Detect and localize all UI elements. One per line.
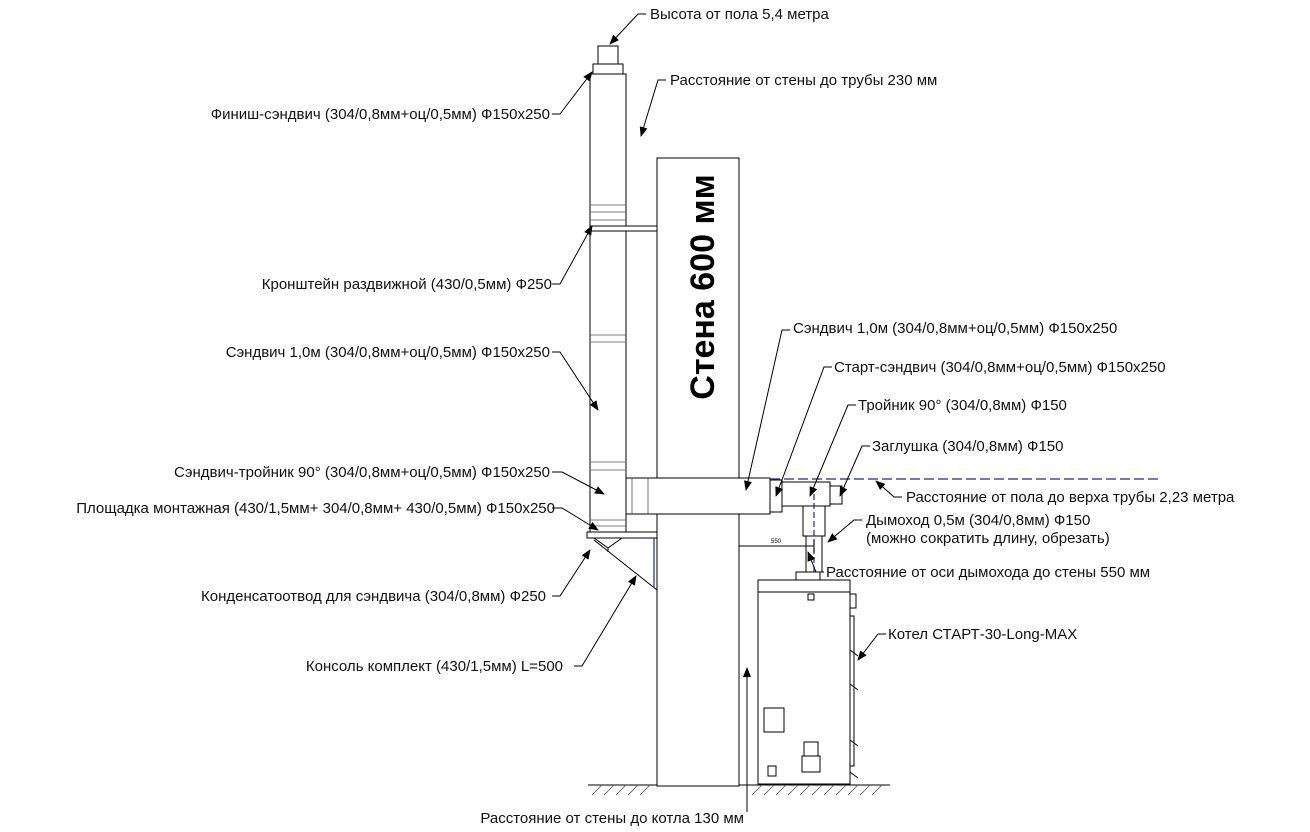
label-boiler: Котел СТАРТ-30-Long-MAX bbox=[888, 626, 1077, 643]
label-finish-sandwich: Финиш-сэндвич (304/0,8мм+оц/0,5мм) Ф150х… bbox=[211, 106, 550, 123]
label-tee-sandwich: Сэндвич-тройник 90° (304/0,8мм+оц/0,5мм)… bbox=[174, 464, 550, 481]
label-bracket: Кронштейн раздвижной (430/0,5мм) Ф250 bbox=[262, 276, 552, 293]
label-sandwich-right: Сэндвич 1,0м (304/0,8мм+оц/0,5мм) Ф150х2… bbox=[793, 320, 1117, 337]
label-tee-90: Тройник 90° (304/0,8мм) Ф150 bbox=[858, 397, 1067, 414]
label-chimney-line1: Дымоход 0,5м (304/0,8мм) Ф150 bbox=[866, 512, 1090, 529]
dimension-550-text: 550 bbox=[771, 539, 782, 545]
label-condensate: Конденсатоотвод для сэндвича (304/0,8мм)… bbox=[201, 588, 546, 605]
label-plug: Заглушка (304/0,8мм) Ф150 bbox=[872, 438, 1064, 455]
boiler bbox=[757, 571, 859, 785]
leader-lines bbox=[552, 13, 902, 812]
label-chimney-line2: (можно сократить длину, обрезать) bbox=[866, 530, 1110, 547]
label-wall-to-boiler: Расстояние от стены до котла 130 мм bbox=[480, 810, 744, 827]
outer-chimney bbox=[589, 45, 627, 533]
label-floor-to-top: Расстояние от пола до верха трубы 2,23 м… bbox=[906, 489, 1235, 506]
label-height: Высота от пола 5,4 метра bbox=[650, 6, 830, 23]
wall bbox=[656, 157, 740, 787]
label-platform: Площадка монтажная (430/1,5мм+ 304/0,8мм… bbox=[76, 500, 555, 517]
wall-label: Стена 600 мм bbox=[684, 174, 722, 399]
dimension-550 bbox=[738, 540, 815, 552]
wall-bracket bbox=[589, 225, 658, 232]
mounting-platform bbox=[586, 531, 658, 591]
label-sandwich-left: Сэндвич 1,0м (304/0,8мм+оц/0,5мм) Ф150х2… bbox=[226, 344, 550, 361]
label-axis-to-wall: Расстояние от оси дымохода до стены 550 … bbox=[826, 564, 1150, 581]
label-console: Консоль комплект (430/1,5мм) L=500 bbox=[306, 658, 563, 675]
label-wall-to-pipe: Расстояние от стены до трубы 230 мм bbox=[670, 72, 937, 89]
label-start-sandwich: Старт-сэндвич (304/0,8мм+оц/0,5мм) Ф150х… bbox=[834, 359, 1166, 376]
